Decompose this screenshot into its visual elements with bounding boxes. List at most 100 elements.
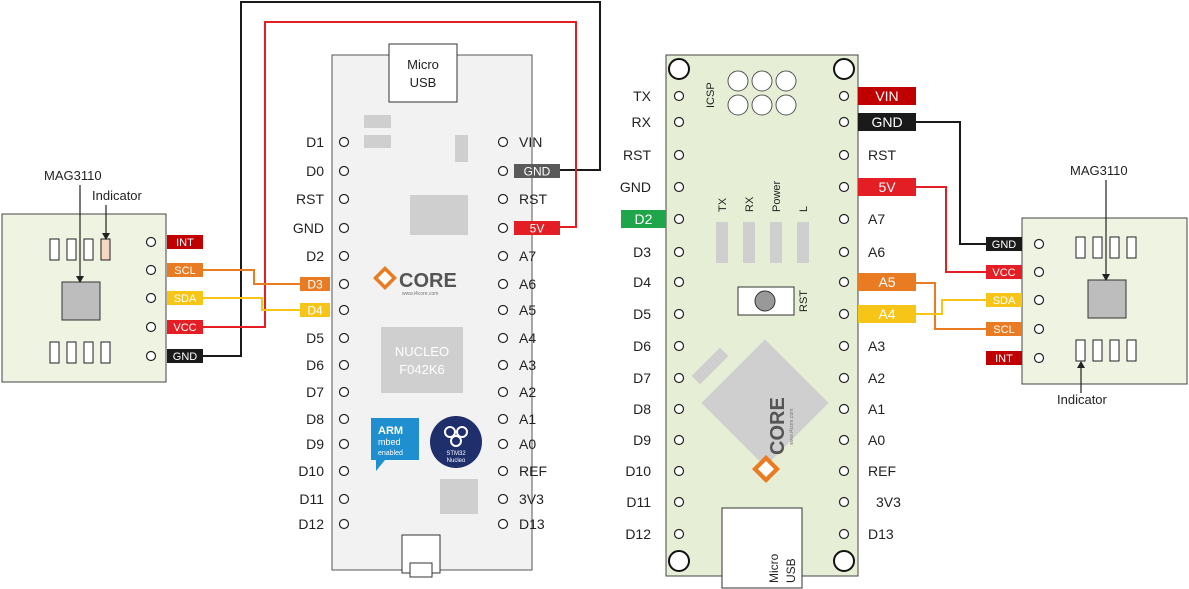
nucleo-pin-left-d9: D9 bbox=[306, 436, 324, 452]
nano-pin-left-d8-10: D8 bbox=[633, 401, 651, 417]
svg-text:ARM: ARM bbox=[378, 425, 403, 437]
nucleo-pin-d3: D3 bbox=[300, 277, 330, 291]
nucleo-hole-right-a5 bbox=[497, 304, 509, 316]
nucleo-hole-left-d3 bbox=[338, 278, 350, 290]
nano-pin-5v: 5V bbox=[858, 178, 916, 196]
nano-hole-left-d3-5 bbox=[673, 246, 685, 258]
nano-hole-right-gnd-1 bbox=[838, 116, 850, 128]
nano-pin-left-d3-5: D3 bbox=[633, 244, 651, 260]
nucleo-core-logo: CORE www.i4core.com bbox=[373, 266, 457, 297]
left-indicator-pad bbox=[100, 238, 111, 261]
nano-usb-line2: USB bbox=[784, 558, 798, 583]
nano-pin-vin: VIN bbox=[858, 87, 916, 105]
nano-led-label-rx: RX bbox=[744, 196, 756, 212]
nucleo-hole-right-a6 bbox=[497, 278, 509, 290]
right-sensor-pin-int: INT bbox=[986, 351, 1022, 365]
nucleo-hole-left-d5 bbox=[338, 332, 350, 344]
right-sensor-hole-gnd bbox=[1033, 238, 1045, 250]
nucleo-pin-right-a4-7: A4 bbox=[519, 330, 536, 346]
nucleo-pin-gnd-right-label: GND bbox=[524, 164, 551, 178]
left-indicator-label: Indicator bbox=[92, 188, 143, 203]
nano-hole-left-d10-12 bbox=[673, 465, 685, 477]
nano-pin-right-a3-8: A3 bbox=[868, 338, 885, 354]
left-sensor-pin-scl-label: SCL bbox=[174, 265, 195, 277]
nano-pin-d2: D2 bbox=[621, 210, 666, 228]
right-sensor-hole-sda bbox=[1033, 294, 1045, 306]
nucleo-pin-right-rst-2: RST bbox=[519, 191, 547, 207]
nano-pin-gnd: GND bbox=[858, 113, 916, 131]
wire-vcc-left bbox=[203, 21, 577, 328]
nano-hole-right-d13-14 bbox=[838, 528, 850, 540]
left-sensor-hole-int bbox=[145, 236, 157, 248]
svg-text:www.i4core.com: www.i4core.com bbox=[789, 409, 795, 445]
svg-text:www.i4core.com: www.i4core.com bbox=[402, 291, 438, 297]
nano-hole-left-d6-8 bbox=[673, 340, 685, 352]
nucleo-chip-line2: F042K6 bbox=[399, 362, 445, 377]
nano-pin-left-tx-0: TX bbox=[633, 88, 652, 104]
nucleo-pin-left-d2: D2 bbox=[306, 248, 324, 264]
nano-usb-line1: Micro bbox=[767, 553, 781, 583]
nano-pin-a5-label: A5 bbox=[878, 274, 895, 290]
nano-hole-left-d2-4 bbox=[673, 213, 685, 225]
nucleo-hole-right-gnd bbox=[497, 165, 509, 177]
nano-pin-vin-label: VIN bbox=[875, 88, 898, 104]
right-sensor-hole-int bbox=[1033, 352, 1045, 364]
nano-icsp-label: ICSP bbox=[705, 82, 717, 108]
left-sensor-pads-bottom bbox=[49, 341, 111, 364]
nano-hole-right-rst-2 bbox=[838, 149, 850, 161]
wires-left bbox=[203, 1, 601, 357]
right-sensor-pads-bottom bbox=[1075, 339, 1137, 362]
nucleo-pin-right-ref-12: REF bbox=[519, 463, 547, 479]
nano-pin-left-d10-12: D10 bbox=[625, 463, 651, 479]
nucleo-hole-left-d2 bbox=[338, 250, 350, 262]
nano-usb bbox=[721, 507, 803, 589]
nucleo-hole-right-a7 bbox=[497, 250, 509, 262]
left-sensor-chip bbox=[61, 281, 101, 321]
nano-pin-left-gnd-3: GND bbox=[620, 179, 651, 195]
nucleo-pin-left-d6: D6 bbox=[306, 357, 324, 373]
nucleo-pin-right-a2-9: A2 bbox=[519, 384, 536, 400]
nucleo-pin-left-d5: D5 bbox=[306, 330, 324, 346]
svg-text:CORE: CORE bbox=[399, 270, 457, 292]
nano-hole-left-d12-14 bbox=[673, 528, 685, 540]
nucleo-hole-right-5v bbox=[497, 222, 509, 234]
nano-led-label-tx: TX bbox=[717, 197, 729, 212]
nucleo-pin-d4-label: D4 bbox=[307, 303, 323, 317]
nucleo-hole-left-d8 bbox=[338, 413, 350, 425]
nano-pin-right-ref-12: REF bbox=[868, 463, 896, 479]
nano-reset-button[interactable] bbox=[754, 290, 776, 312]
nucleo-pin-left-d10: D10 bbox=[298, 463, 324, 479]
right-indicator-label: Indicator bbox=[1057, 392, 1108, 407]
nano-rst-label: RST bbox=[798, 290, 810, 312]
wire-scl-right bbox=[900, 282, 986, 330]
arm-mbed-logo: ARM mbed enabled bbox=[371, 418, 419, 471]
nucleo-pin-right-d13-14: D13 bbox=[519, 516, 545, 532]
nano-pin-left-d12-14: D12 bbox=[625, 526, 651, 542]
nucleo-hole-right-a3 bbox=[497, 359, 509, 371]
left-sensor-pin-int-label: INT bbox=[176, 237, 194, 249]
right-sensor-hole-scl bbox=[1033, 323, 1045, 335]
nano-hole-left-rst-2 bbox=[673, 149, 685, 161]
nucleo-hole-right-ref bbox=[497, 465, 509, 477]
nucleo-pin-left-rst: RST bbox=[296, 191, 324, 207]
nano-hole-right-a5-6 bbox=[838, 276, 850, 288]
nucleo-pin-right-a6-5: A6 bbox=[519, 276, 536, 292]
nano-pin-left-d5-7: D5 bbox=[633, 306, 651, 322]
nucleo-pin-right-a5-6: A5 bbox=[519, 302, 536, 318]
nano-pin-left-d11-13: D11 bbox=[626, 494, 651, 510]
wires-right bbox=[900, 121, 986, 330]
nano-hole-right-vin-0 bbox=[838, 90, 850, 102]
nucleo-pin-left-gnd: GND bbox=[293, 220, 324, 236]
nucleo-hole-right-a0 bbox=[497, 438, 509, 450]
left-sensor-pin-gnd-label: GND bbox=[173, 351, 198, 363]
nucleo-board: Micro USB CORE www.i4core.com NUCLEO F04… bbox=[293, 43, 560, 578]
nucleo-pin-left-d1: D1 bbox=[306, 134, 324, 150]
nano-hole-right-3v3-13 bbox=[838, 496, 850, 508]
nano-hole-right-a6-5 bbox=[838, 246, 850, 258]
right-sensor-pin-sda-label: SDA bbox=[993, 295, 1016, 307]
nano-pin-left-rst-2: RST bbox=[623, 147, 651, 163]
